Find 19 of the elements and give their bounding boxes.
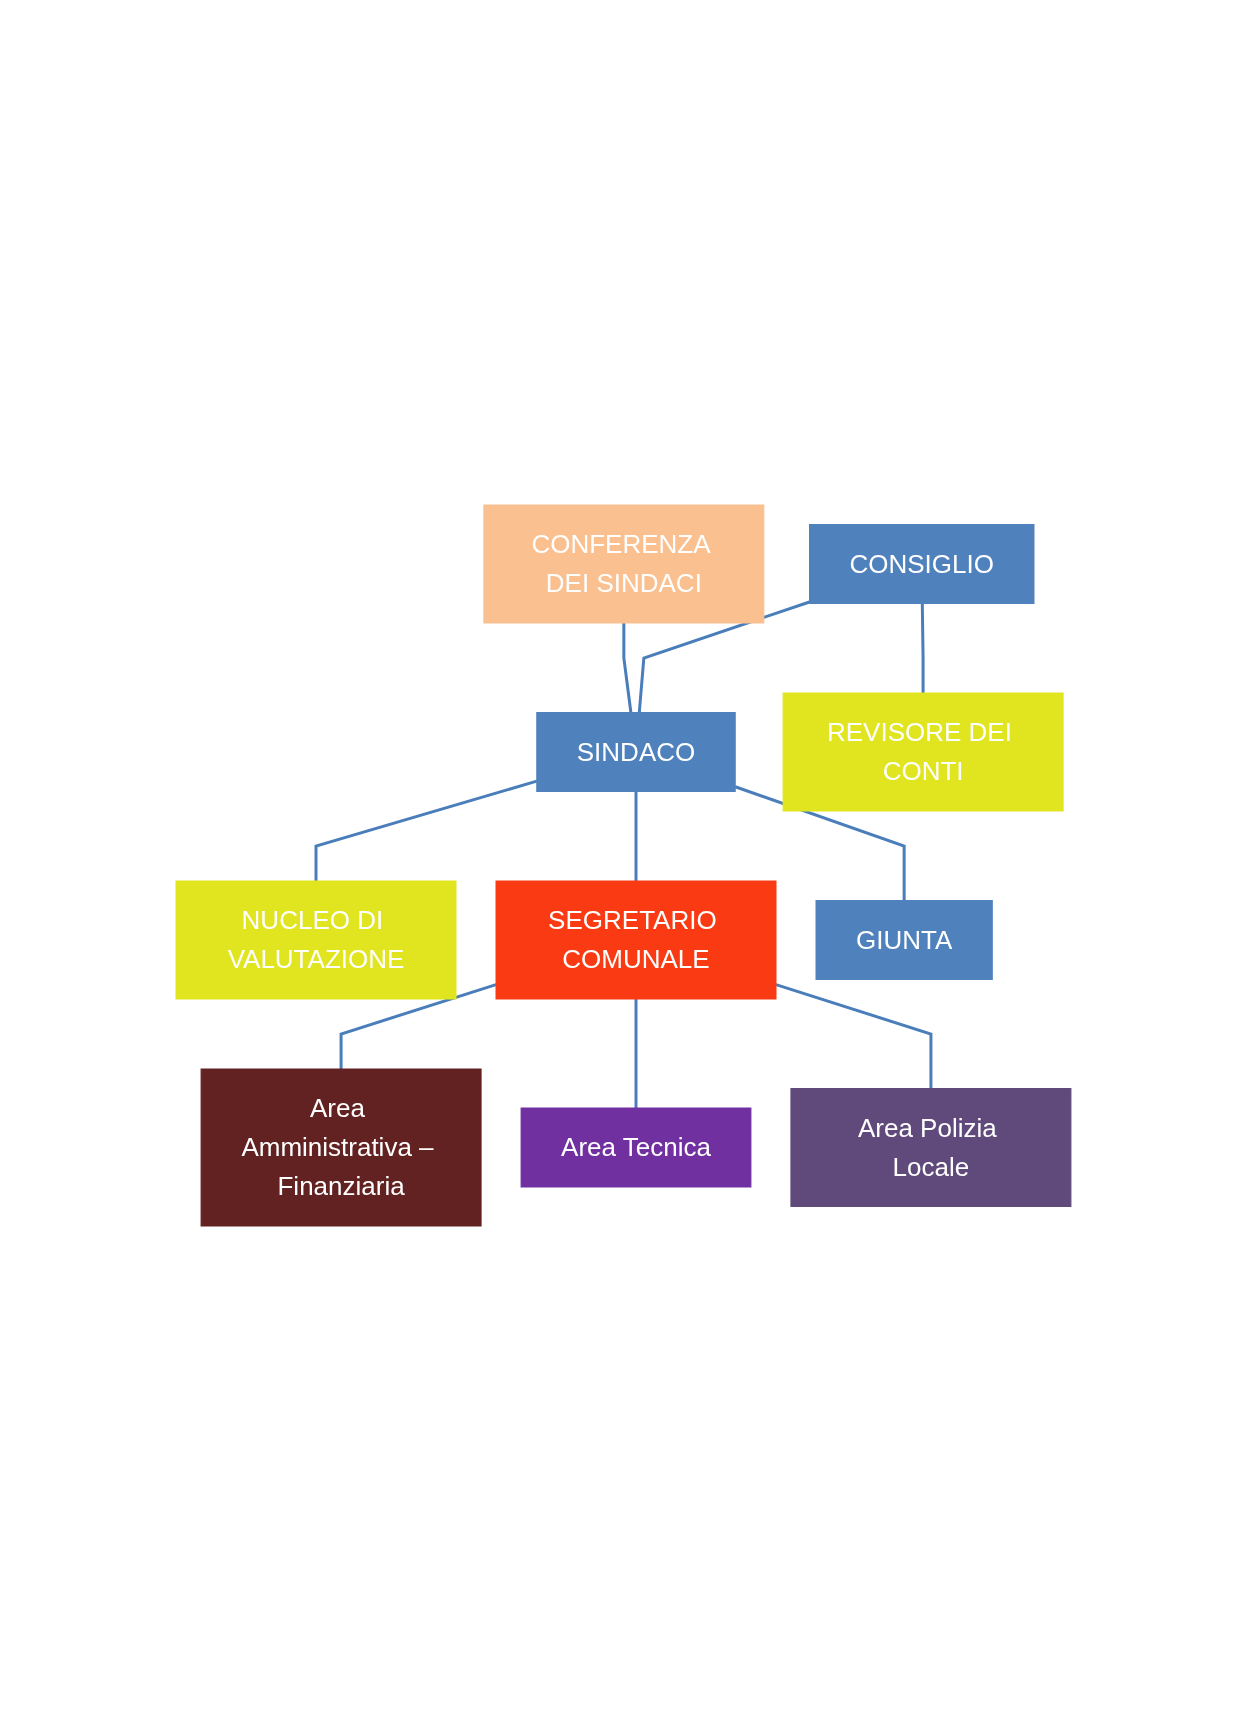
node-box: Area Polizia Locale [789, 1087, 1071, 1207]
connector [339, 982, 496, 1069]
connector [637, 600, 810, 713]
node-box: Area Tecnica [520, 1107, 751, 1187]
node-box: Area Amministrativa – Finanziaria [200, 1068, 482, 1226]
node-box: SINDACO [535, 711, 736, 792]
connector [734, 784, 906, 900]
node-box: REVISORE DEI CONTI [782, 692, 1064, 811]
connector [621, 622, 632, 713]
node-box: NUCLEO DI VALUTAZIONE [175, 880, 457, 999]
connector [920, 602, 925, 693]
connector [634, 998, 638, 1108]
node-box: CONFERENZA DEI SINDACI [482, 504, 764, 623]
node-box: GIUNTA [815, 899, 993, 980]
node-box: CONSIGLIO [808, 523, 1034, 604]
connector [314, 779, 537, 881]
connector [775, 982, 932, 1088]
connector [634, 791, 638, 881]
node-box: SEGRETARIO COMUNALE [495, 880, 777, 999]
